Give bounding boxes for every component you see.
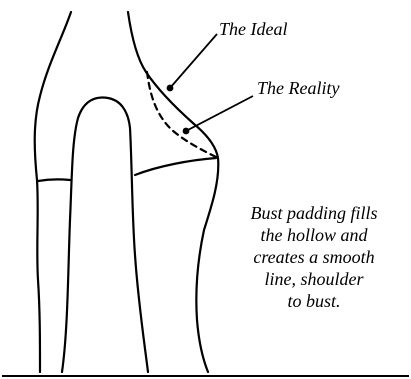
underbust-line (135, 158, 216, 175)
ideal-leader-line (170, 34, 217, 88)
back-band-line (38, 179, 70, 181)
caption-line: the hollow and (226, 224, 402, 246)
caption-line: creates a smooth (226, 246, 402, 268)
reality-leader-line (186, 96, 253, 131)
ideal-contour-dashed-line (147, 72, 216, 157)
reality-label: The Reality (257, 79, 339, 97)
caption-line: to bust. (226, 290, 402, 312)
arm-outline (62, 98, 148, 372)
caption-line: Bust padding fills (226, 202, 402, 224)
ideal-label: The Ideal (219, 20, 287, 38)
caption-line: line, shoulder (226, 268, 402, 290)
reality-pointer-dot (183, 128, 190, 135)
caption-text: Bust padding fills the hollow and create… (226, 202, 402, 312)
ideal-pointer-dot (167, 85, 174, 92)
